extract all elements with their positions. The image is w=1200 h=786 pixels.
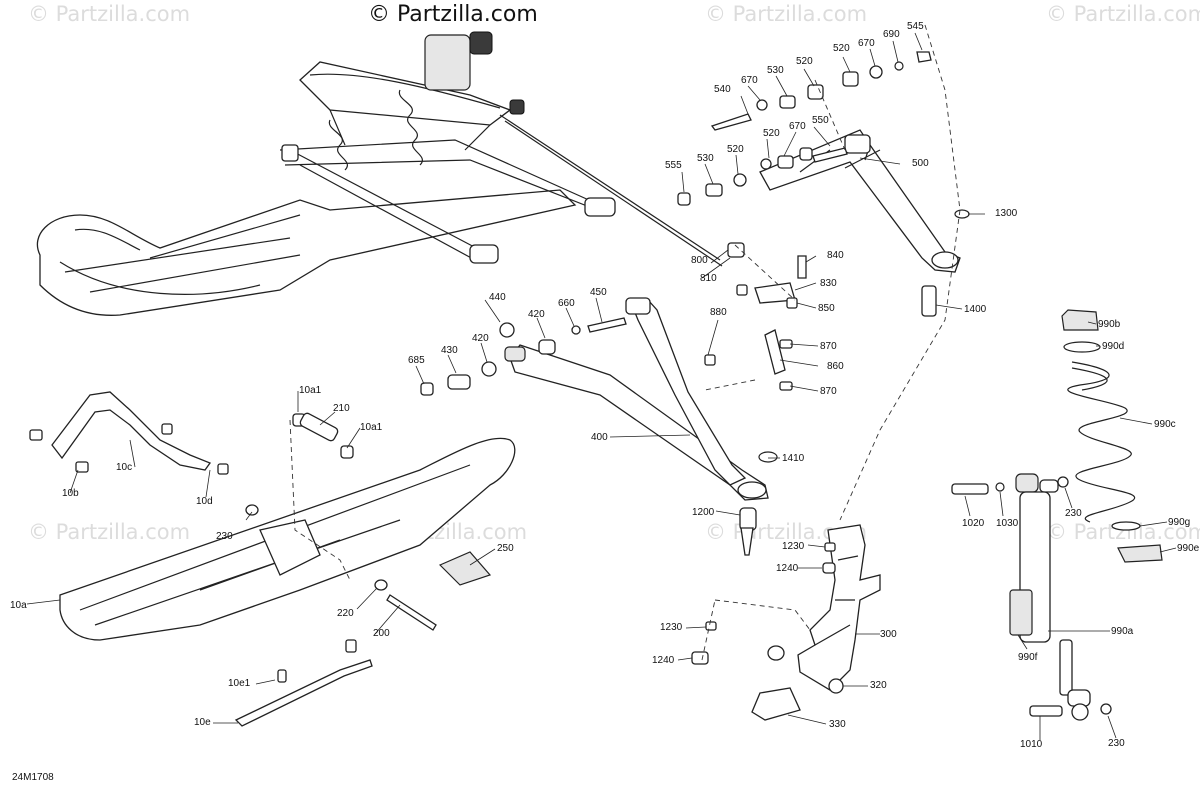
- part-label: 870: [820, 386, 837, 397]
- lower-hardware: [420, 255, 937, 556]
- part-label: 1240: [776, 563, 799, 574]
- part-label: 810: [700, 273, 717, 284]
- part-label: 550: [812, 115, 829, 126]
- part-label: 520: [763, 128, 780, 139]
- part-label: 250: [497, 543, 514, 554]
- part-label: 800: [691, 255, 708, 266]
- watermark: © Partzilla.com: [1046, 2, 1200, 26]
- part-label: 200: [373, 628, 390, 639]
- part-label: 10e1: [228, 678, 251, 689]
- exploded-ski: [29, 391, 516, 727]
- part-label: 520: [727, 144, 744, 155]
- part-label: 990a: [1111, 626, 1134, 637]
- part-label: 830: [820, 278, 837, 289]
- part-label: 230: [1108, 738, 1125, 749]
- part-label: 400: [591, 432, 608, 443]
- part-label: 660: [558, 298, 575, 309]
- brand-title: © Partzilla.com: [368, 2, 538, 27]
- part-label: 1300: [995, 208, 1018, 219]
- watermark: © Partzilla.com: [705, 2, 868, 26]
- part-label: 230: [1065, 508, 1082, 519]
- part-label: 10e: [194, 717, 211, 728]
- upper-a-arm: [759, 129, 961, 273]
- part-label: 690: [883, 29, 900, 40]
- part-label: 685: [408, 355, 425, 366]
- part-label: 10d: [196, 496, 213, 507]
- assembled-ski-suspension: [36, 31, 723, 316]
- part-label: 670: [789, 121, 806, 132]
- part-label: 10a: [10, 600, 27, 611]
- part-label: 1030: [996, 518, 1019, 529]
- part-label: 230: [216, 531, 233, 542]
- part-label: 990b: [1098, 319, 1121, 330]
- lower-a-arm: [504, 297, 778, 501]
- part-label: 10a1: [360, 422, 383, 433]
- part-label: 1010: [1020, 739, 1043, 750]
- part-label: 990d: [1102, 341, 1125, 352]
- part-label: 10c: [116, 462, 133, 473]
- part-label: 440: [489, 292, 506, 303]
- part-label: 320: [870, 680, 887, 691]
- part-label: 670: [858, 38, 875, 49]
- assembly-lines: [289, 24, 961, 661]
- part-label: 990g: [1168, 517, 1191, 528]
- part-label: 300: [880, 629, 897, 640]
- part-label: 990c: [1154, 419, 1176, 430]
- part-label: 10a1: [299, 385, 322, 396]
- part-label: 520: [833, 43, 850, 54]
- part-label: 990f: [1018, 652, 1038, 663]
- part-label: 860: [827, 361, 844, 372]
- watermark: © Partzilla.com: [28, 2, 191, 26]
- part-label: 1410: [782, 453, 805, 464]
- part-label: 450: [590, 287, 607, 298]
- part-label: 1400: [964, 304, 987, 315]
- part-label: 220: [337, 608, 354, 619]
- part-label: 840: [827, 250, 844, 261]
- watermark: © Partzilla.com: [28, 520, 191, 544]
- diagram-code: 24M1708: [12, 772, 54, 783]
- part-label: 990e: [1177, 543, 1200, 554]
- part-label: 880: [710, 307, 727, 318]
- part-label: 1240: [652, 655, 675, 666]
- leader-lines: [26, 32, 1177, 740]
- part-label: 420: [528, 309, 545, 320]
- part-label: 330: [829, 719, 846, 730]
- part-label: 555: [665, 160, 682, 171]
- spindle: [691, 524, 881, 721]
- part-label: 545: [907, 21, 924, 32]
- part-label: 1230: [660, 622, 683, 633]
- upper-hardware: [677, 51, 970, 258]
- part-label: 870: [820, 341, 837, 352]
- part-label: 670: [741, 75, 758, 86]
- part-label: 500: [912, 158, 929, 169]
- part-label: 1230: [782, 541, 805, 552]
- part-label: 850: [818, 303, 835, 314]
- part-label: 530: [767, 65, 784, 76]
- part-label: 430: [441, 345, 458, 356]
- shock-spring: [951, 309, 1163, 721]
- part-label: 10b: [62, 488, 79, 499]
- part-label: 210: [333, 403, 350, 414]
- part-label: 1020: [962, 518, 985, 529]
- part-label: 530: [697, 153, 714, 164]
- part-label: 420: [472, 333, 489, 344]
- part-label: 520: [796, 56, 813, 67]
- part-label: 1200: [692, 507, 715, 518]
- part-label: 540: [714, 84, 731, 95]
